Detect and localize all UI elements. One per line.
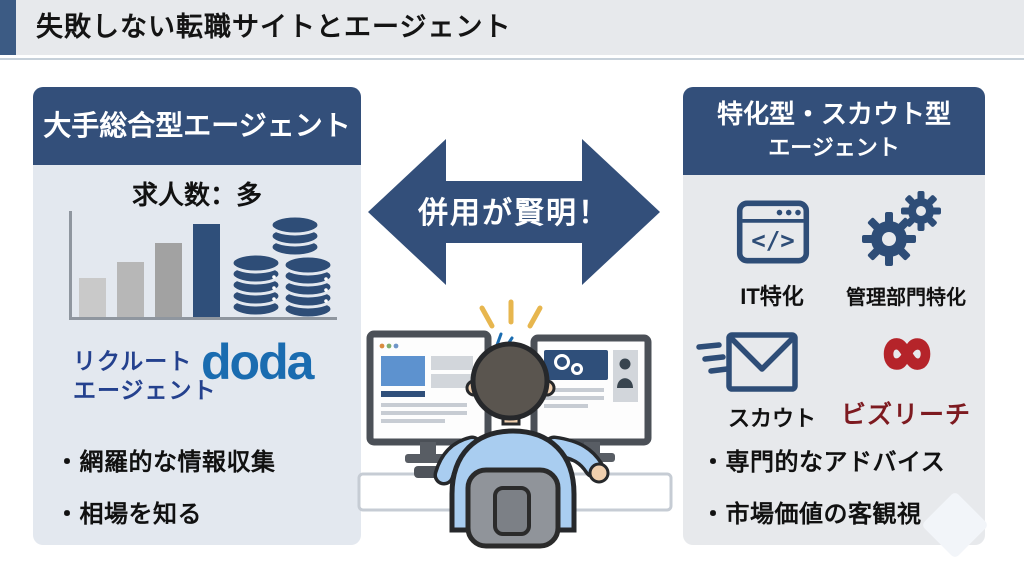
right-panel: 特化型・スカウト型 エージェント </> IT特化 管理部門特化	[683, 87, 985, 545]
feature-label-scout: スカウト	[727, 406, 816, 431]
bullet-item: ・相場を知る	[55, 501, 202, 528]
bullet-item: ・市場価値の客観視	[701, 501, 922, 528]
doda-logo-text: doda	[201, 334, 314, 390]
right-bullet-list: ・専門的なアドバイス ・市場価値の客観視	[701, 442, 973, 546]
feature-label-it: IT特化	[740, 284, 804, 309]
chart-x-axis	[69, 317, 337, 320]
agency-logos: リクルート エージェント doda	[33, 332, 514, 429]
left-monitor	[366, 330, 492, 463]
left-panel-header: 大手総合型エージェント	[33, 87, 361, 165]
recruit-logo-line2: エージェント	[73, 376, 217, 403]
code-browser-icon: </>	[736, 200, 810, 264]
svg-text:∞: ∞	[880, 321, 933, 387]
gears-icon	[862, 191, 941, 266]
svg-text:</>: </>	[751, 227, 794, 255]
doda-logo: doda	[201, 332, 514, 391]
bullet-item: ・専門的なアドバイス	[701, 449, 946, 476]
double-arrow: 併用が賢明！	[366, 133, 662, 291]
metric-label: 求人数：多	[131, 180, 262, 210]
chart-bar	[79, 278, 106, 317]
office-chair	[465, 467, 561, 549]
right-monitor	[530, 334, 652, 462]
chart-bar	[117, 262, 144, 317]
left-panel: 大手総合型エージェント 求人数：多	[33, 87, 514, 546]
left-bullet-list: ・網羅的な情報収集 ・相場を知る	[55, 442, 353, 546]
right-header-line1: 特化型・スカウト型	[716, 99, 951, 129]
title-separator	[0, 58, 1024, 60]
arrow-label: 併用が賢明！	[418, 197, 610, 231]
chart-bar	[155, 243, 182, 317]
bizreach-wordmark: ビズリーチ	[840, 401, 971, 429]
sparkle-lines-icon	[479, 299, 543, 329]
right-panel-header: 特化型・スカウト型 エージェント	[683, 87, 985, 175]
database-stack-icon	[230, 215, 334, 317]
title-accent-bar	[0, 0, 16, 55]
recruit-logo-line1: リクルート	[73, 348, 193, 374]
bullet-item: ・網羅的な情報収集	[55, 449, 276, 476]
chart-y-axis	[69, 211, 72, 319]
title-bar: 失敗しない転職サイトとエージェント	[0, 0, 1024, 55]
double-arrow-icon	[368, 139, 660, 285]
workstation-illustration	[357, 299, 673, 549]
page-title: 失敗しない転職サイトとエージェント	[36, 12, 512, 42]
bizreach-logo-icon: ∞	[878, 321, 936, 387]
feature-label-admin: 管理部門特化	[846, 287, 966, 309]
bar-chart-bars	[79, 207, 220, 317]
right-header-line2: エージェント	[768, 135, 900, 160]
recruit-agent-logo: リクルート エージェント	[73, 347, 217, 405]
scout-mail-icon	[696, 332, 798, 392]
chart-bar	[193, 224, 220, 317]
job-count-bar-chart	[61, 207, 341, 327]
